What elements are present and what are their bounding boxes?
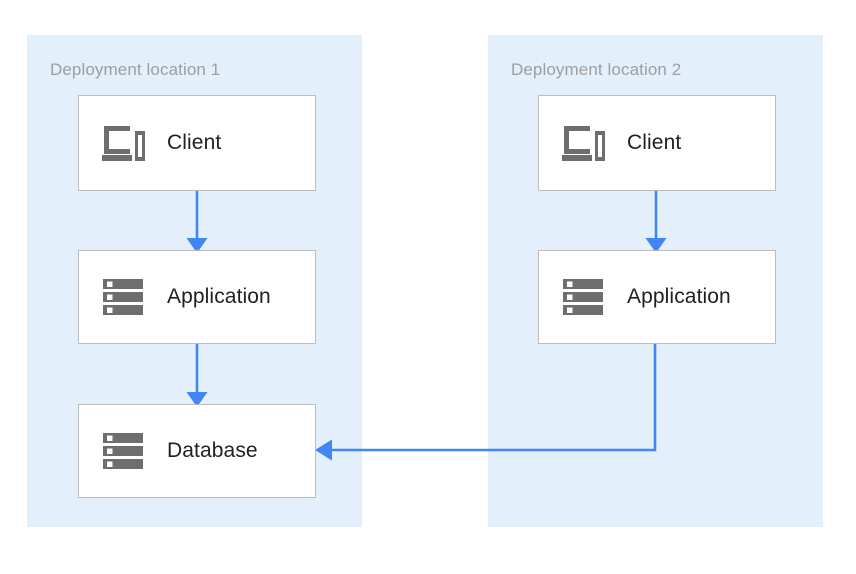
server-stack-icon xyxy=(101,276,147,318)
node-database-1-label: Database xyxy=(167,439,258,462)
node-client-2[interactable]: Client xyxy=(538,95,776,191)
deployment-zone-1-label: Deployment location 1 xyxy=(50,60,221,79)
node-application-2-label: Application xyxy=(627,285,731,308)
server-stack-icon xyxy=(101,430,147,472)
node-client-2-label: Client xyxy=(627,131,682,154)
node-application-1-label: Application xyxy=(167,285,271,308)
node-application-2[interactable]: Application xyxy=(538,250,776,344)
node-client-1-label: Client xyxy=(167,131,222,154)
client-devices-icon xyxy=(561,122,607,164)
server-stack-icon xyxy=(561,276,607,318)
node-application-1[interactable]: Application xyxy=(78,250,316,344)
node-database-1[interactable]: Database xyxy=(78,404,316,498)
deployment-zone-2-label: Deployment location 2 xyxy=(511,60,682,79)
client-devices-icon xyxy=(101,122,147,164)
node-client-1[interactable]: Client xyxy=(78,95,316,191)
